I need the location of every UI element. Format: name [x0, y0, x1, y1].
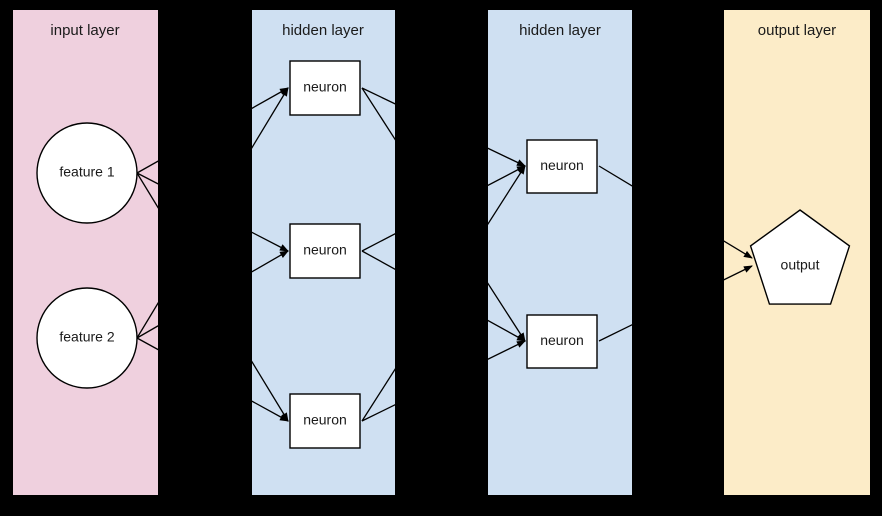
node-label: neuron	[303, 79, 347, 95]
node-hidden1-1[interactable]: neuron	[289, 223, 361, 279]
layer-title-output: output layer	[758, 22, 836, 39]
node-label: neuron	[303, 242, 347, 258]
node-hidden1-0[interactable]: neuron	[289, 60, 361, 116]
node-shape-rect	[289, 393, 361, 449]
layer-band-input	[13, 10, 158, 495]
node-hidden2-1[interactable]: neuron	[526, 314, 598, 369]
node-label: neuron	[540, 332, 584, 348]
node-output-0[interactable]: output	[749, 209, 851, 305]
node-shape-rect	[526, 314, 598, 369]
layer-title-hidden1: hidden layer	[282, 22, 364, 39]
node-shape-circle	[36, 122, 138, 224]
node-input-1[interactable]: feature 2	[36, 287, 138, 389]
node-label: neuron	[303, 412, 347, 428]
node-shape-rect	[526, 139, 598, 194]
node-label: feature 2	[59, 329, 114, 345]
connection-edges	[136, 87, 753, 422]
layer-title-hidden2: hidden layer	[519, 22, 601, 39]
node-hidden2-0[interactable]: neuron	[526, 139, 598, 194]
node-shape-pentagon	[749, 209, 851, 305]
node-shape-rect	[289, 60, 361, 116]
layer-title-input: input layer	[50, 22, 119, 39]
node-input-0[interactable]: feature 1	[36, 122, 138, 224]
layer-band-hidden2	[488, 10, 632, 495]
nodes: feature 1 feature 2 neuron neuron neuron neur…	[36, 60, 851, 449]
node-shape-circle	[36, 287, 138, 389]
node-label: output	[781, 257, 820, 273]
node-hidden1-2[interactable]: neuron	[289, 393, 361, 449]
layer-titles: input layer hidden layer hidden layer outpu…	[50, 22, 836, 39]
layer-bands	[13, 10, 870, 495]
node-label: feature 1	[59, 164, 114, 180]
node-shape-rect	[289, 223, 361, 279]
node-label: neuron	[540, 157, 584, 173]
